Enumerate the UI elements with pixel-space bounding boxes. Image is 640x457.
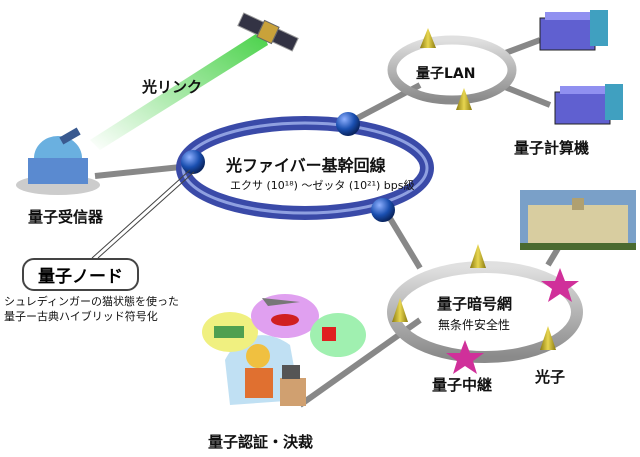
- cone-icon: [456, 88, 472, 110]
- person-at-computer-icon: [225, 335, 306, 406]
- quantum-node-desc-1: シュレディンガーの猫状態を使った: [4, 295, 180, 308]
- car-icon: [271, 314, 299, 326]
- crypto-sub: 無条件安全性: [438, 318, 511, 332]
- satellite-icon: [237, 12, 299, 52]
- lan-ring: [387, 35, 517, 105]
- server-icon: [539, 10, 608, 51]
- backbone-subtitle: エクサ (10¹⁸) ～ゼッタ (10²¹) bps級: [230, 179, 415, 192]
- relay-star-icon: [446, 340, 484, 374]
- thought-bubble: [310, 313, 366, 357]
- quantum-node-ball: [336, 112, 360, 136]
- cone-icon: [540, 326, 556, 350]
- backbone-title: 光ファイバー基幹回線: [226, 156, 386, 175]
- photon-label: 光子: [535, 368, 566, 386]
- building-icon: [520, 190, 636, 250]
- lan-label: 量子LAN: [416, 66, 476, 82]
- cone-icon: [420, 28, 436, 48]
- auth-label: 量子認証・決裁: [208, 433, 314, 451]
- receiver-label: 量子受信器: [28, 208, 104, 226]
- server-icon: [554, 84, 623, 125]
- cone-icon: [392, 298, 408, 322]
- money-icon: [214, 326, 244, 338]
- quantum-node-ball: [181, 150, 205, 174]
- optical-link-label: 光リンク: [142, 78, 203, 96]
- optical-link-beam: [90, 30, 268, 150]
- cone-icon: [470, 244, 486, 268]
- quantum-node-desc-2: 量子ー古典ハイブリッド符号化: [4, 310, 158, 323]
- gift-icon: [322, 327, 336, 341]
- quantum-node-box: 量子ノード: [22, 258, 139, 291]
- computer-label: 量子計算機: [514, 139, 590, 157]
- photon-star-icon: [541, 268, 579, 302]
- quantum-node-label: 量子ノード: [38, 267, 123, 287]
- crypto-label: 量子暗号網: [437, 295, 513, 313]
- airplane-icon: [262, 298, 300, 306]
- quantum-node-ball: [371, 198, 395, 222]
- observatory-icon: [16, 127, 100, 195]
- relay-label: 量子中継: [432, 376, 493, 394]
